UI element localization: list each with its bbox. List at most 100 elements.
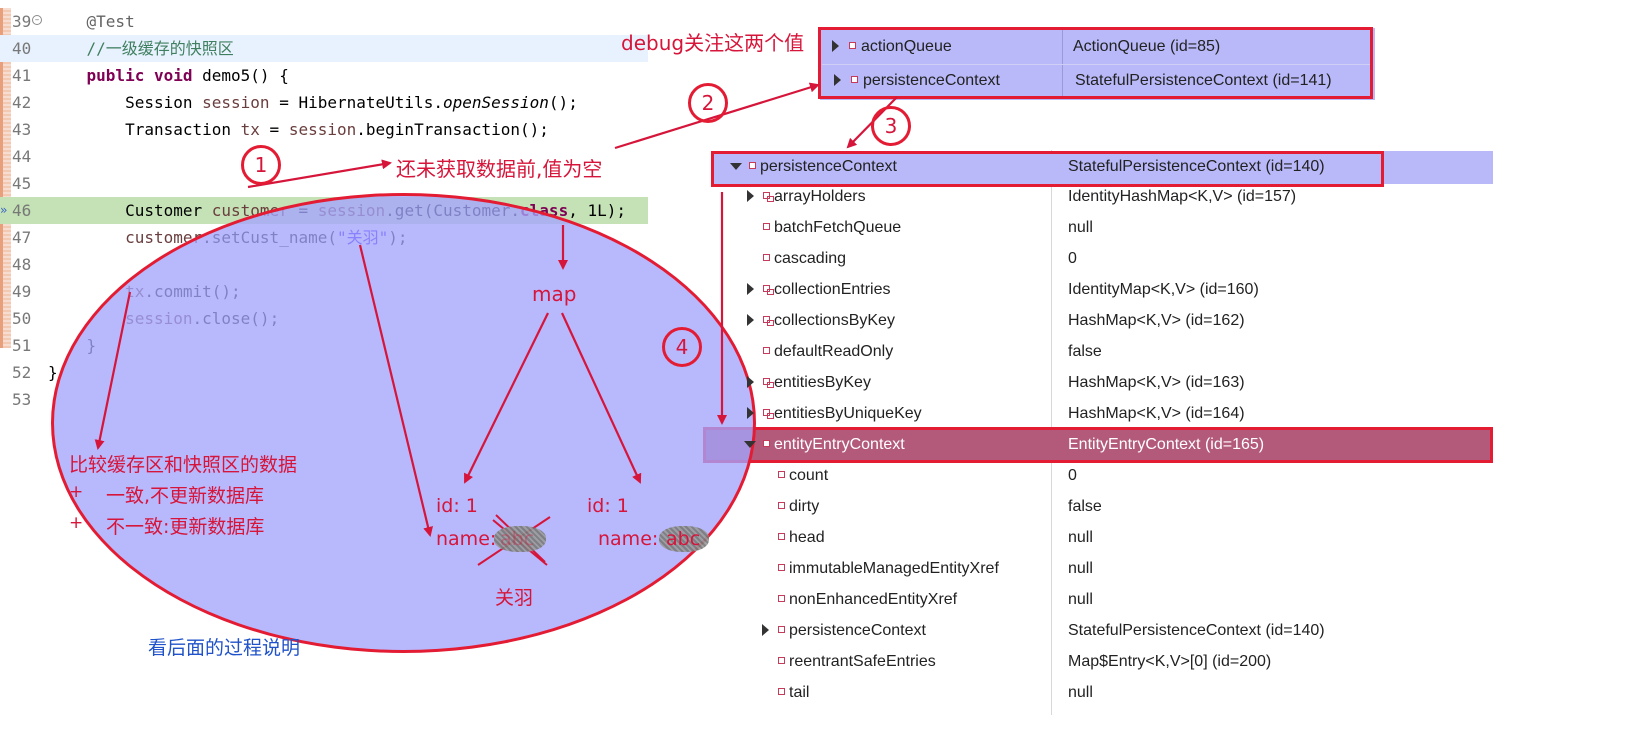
variable-name: persistenceContext [789, 622, 926, 639]
variable-name: cascading [774, 250, 847, 267]
field-icon [763, 440, 770, 447]
variable-value: HashMap<K,V> (id=164) [1068, 405, 1245, 422]
expand-icon[interactable] [747, 376, 754, 388]
fold-icon[interactable]: − [32, 15, 42, 25]
expand-icon[interactable] [747, 190, 754, 202]
variable-value: null [1068, 219, 1093, 236]
code-token: void [153, 66, 193, 85]
variable-name: dirty [789, 498, 820, 515]
code-line[interactable]: 43 Transaction tx = session.beginTransac… [0, 116, 648, 143]
code-token: session [202, 93, 270, 112]
variable-value: null [1068, 529, 1093, 546]
compare-plus-1: + [69, 482, 84, 502]
code-token: = [259, 120, 289, 139]
variable-name: count [789, 467, 829, 484]
editor-change-ruler [0, 8, 11, 348]
expand-icon[interactable] [834, 74, 841, 86]
cache-left-name: name: [436, 528, 497, 550]
code-token: openSession [442, 93, 549, 112]
code-line[interactable]: 40 //一级缓存的快照区 [0, 35, 648, 62]
field-icon [849, 42, 856, 49]
compare-diff: 不一致:更新数据库 [106, 516, 265, 538]
expand-icon[interactable] [747, 407, 754, 419]
field-icon [778, 626, 785, 633]
code-token: session [288, 120, 357, 139]
line-number: 43 [12, 120, 32, 139]
expand-icon[interactable] [762, 624, 769, 636]
collapse-icon[interactable] [730, 163, 742, 170]
variable-name: batchFetchQueue [774, 219, 902, 236]
variable-name: entityEntryContext [774, 436, 905, 453]
code-text: Session session = HibernateUtils.openSes… [48, 89, 578, 116]
variable-row[interactable]: entitiesByUniqueKey HashMap<K,V> (id=164) [713, 399, 1493, 430]
code-line[interactable]: 53 [0, 386, 648, 413]
expand-icon[interactable] [832, 40, 839, 52]
watch-column-divider [1062, 30, 1063, 96]
variable-name: entitiesByUniqueKey [774, 405, 922, 422]
cache-left-old-value: abc [500, 528, 535, 550]
variable-name: persistenceContext [760, 158, 897, 175]
cache-right-id: id: 1 [587, 495, 629, 517]
line-number: 52 [12, 363, 32, 382]
compare-plus-2: + [69, 513, 84, 533]
variable-value: HashMap<K,V> (id=162) [1068, 312, 1245, 329]
map-label: map [532, 282, 577, 306]
code-token: .beginTransaction(); [356, 120, 549, 139]
expand-icon[interactable] [747, 314, 754, 326]
code-token: public [86, 66, 145, 85]
variable-row[interactable]: tail null [713, 678, 1493, 709]
cache-left-id: id: 1 [436, 495, 478, 517]
watch-highlight-box [818, 27, 1373, 99]
code-token: Transaction [48, 120, 241, 139]
code-line[interactable]: 52} [0, 359, 648, 386]
line-number: 53 [12, 390, 32, 409]
collapse-icon[interactable] [744, 441, 756, 448]
line-number: 39 [12, 12, 32, 31]
code-line[interactable]: 48 [0, 251, 648, 278]
cache-right-value: abc [666, 528, 701, 550]
expand-icon[interactable] [747, 283, 754, 295]
left-old-value-smudge [494, 526, 546, 552]
code-line[interactable]: 45 [0, 170, 648, 197]
arrow-step1 [247, 159, 392, 189]
line-number: 46 [12, 201, 32, 220]
line-number: 51 [12, 336, 32, 355]
code-line[interactable]: 44 [0, 143, 648, 170]
code-text: public void demo5() { [48, 62, 289, 89]
line-number: 42 [12, 93, 32, 112]
variable-value: HashMap<K,V> (id=163) [1068, 374, 1245, 391]
code-token: @Test [48, 12, 135, 31]
line-number: 50 [12, 309, 32, 328]
variable-value: false [1068, 343, 1102, 360]
watch-value: ActionQueue (id=85) [1073, 38, 1221, 55]
code-token: //一级缓存的快照区 [48, 39, 234, 58]
cache-right-name: name: [598, 528, 659, 550]
variable-row[interactable]: batchFetchQueue null [713, 213, 1493, 244]
variable-value: StatefulPersistenceContext (id=140) [1068, 158, 1325, 175]
variable-name: tail [789, 684, 810, 701]
code-line[interactable]: 42 Session session = HibernateUtils.open… [0, 89, 648, 116]
code-line[interactable]: 39− @Test [0, 8, 648, 35]
variable-row[interactable]: persistenceContext StatefulPersistenceCon… [713, 152, 1493, 183]
variable-name: reentrantSafeEntries [789, 653, 936, 670]
variable-value: null [1068, 684, 1093, 701]
code-line[interactable]: 41 public void demo5() { [0, 62, 648, 89]
line-number: 45 [12, 174, 32, 193]
